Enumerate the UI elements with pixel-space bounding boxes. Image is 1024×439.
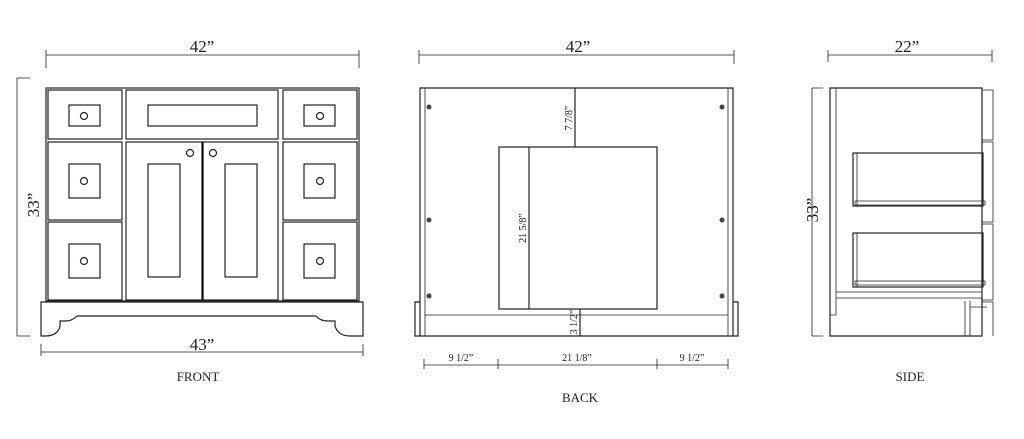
knob-icon bbox=[208, 148, 218, 158]
drawer-center-top bbox=[125, 89, 279, 140]
door-left bbox=[125, 141, 203, 301]
screw-icon bbox=[719, 217, 725, 223]
drawer-right-bottom bbox=[282, 221, 358, 301]
knob-icon bbox=[79, 176, 89, 186]
front-base-width-label: 43” bbox=[190, 335, 215, 354]
back-view: 42” 7 7/8” 21 5/8” 3 1/2” 9 1/2” 21 1/8”… bbox=[414, 37, 739, 405]
side-view: 22” 33” SIDE bbox=[803, 37, 994, 384]
side-depth-label: 22” bbox=[895, 37, 920, 56]
front-base-dimension: 43” bbox=[40, 335, 364, 356]
front-height-label: 33” bbox=[24, 193, 43, 218]
drawer-panel bbox=[68, 163, 101, 199]
drawer-left-top bbox=[47, 89, 123, 140]
drawer-panel bbox=[303, 104, 336, 127]
side-depth-dimension: 22” bbox=[827, 37, 993, 62]
drawer-panel bbox=[68, 243, 101, 279]
back-bottom-dimensions: 9 1/2” 21 1/8” 9 1/2” bbox=[423, 353, 729, 369]
back-left-offset-label: 9 1/2” bbox=[449, 353, 474, 364]
knob-icon bbox=[79, 111, 89, 121]
screw-icon bbox=[426, 217, 432, 223]
back-right-offset-label: 9 1/2” bbox=[680, 353, 705, 364]
drawer-right-middle bbox=[282, 141, 358, 221]
back-top-gap-label: 7 7/8” bbox=[564, 106, 575, 131]
drawer-panel bbox=[68, 104, 101, 127]
back-opening bbox=[498, 146, 658, 310]
side-height-label: 33” bbox=[803, 198, 822, 223]
drawer-left-bottom bbox=[47, 221, 123, 301]
side-height-dimension: 33” bbox=[803, 87, 823, 337]
front-caption: FRONT bbox=[177, 369, 220, 384]
back-opening-width-label: 21 1/8” bbox=[562, 353, 592, 364]
side-drawer-upper bbox=[852, 152, 984, 207]
back-width-label: 42” bbox=[566, 37, 591, 56]
front-width-dimension: 42” bbox=[45, 37, 360, 68]
back-opening-height-label: 21 5/8” bbox=[518, 213, 529, 243]
side-drawer-lower bbox=[852, 232, 984, 288]
drawer-panel bbox=[147, 104, 258, 127]
front-width-label: 42” bbox=[190, 37, 215, 56]
drawer-panel bbox=[303, 163, 336, 199]
knob-icon bbox=[315, 111, 325, 121]
drawer-left-middle bbox=[47, 141, 123, 221]
drawer-panel bbox=[303, 243, 336, 279]
front-view: 42” 33” 43” bbox=[16, 37, 364, 384]
door-panel bbox=[147, 163, 181, 278]
screw-icon bbox=[719, 293, 725, 299]
door-right bbox=[202, 141, 279, 301]
front-base-toe-kick bbox=[40, 301, 364, 337]
knob-icon bbox=[79, 256, 89, 266]
front-cabinet-frame bbox=[45, 87, 360, 302]
drawer-right-top bbox=[282, 89, 358, 140]
back-caption: BACK bbox=[562, 390, 599, 405]
front-height-dimension: 33” bbox=[16, 77, 43, 337]
knob-icon bbox=[315, 256, 325, 266]
knob-icon bbox=[185, 148, 195, 158]
door-panel bbox=[224, 163, 258, 278]
knob-icon bbox=[315, 176, 325, 186]
screw-icon bbox=[426, 293, 432, 299]
screw-icons bbox=[426, 104, 725, 299]
back-width-dimension: 42” bbox=[418, 37, 735, 64]
screw-icon bbox=[719, 104, 725, 110]
back-bottom-gap-label: 3 1/2” bbox=[569, 310, 580, 335]
screw-icon bbox=[426, 104, 432, 110]
side-caption: SIDE bbox=[896, 369, 925, 384]
